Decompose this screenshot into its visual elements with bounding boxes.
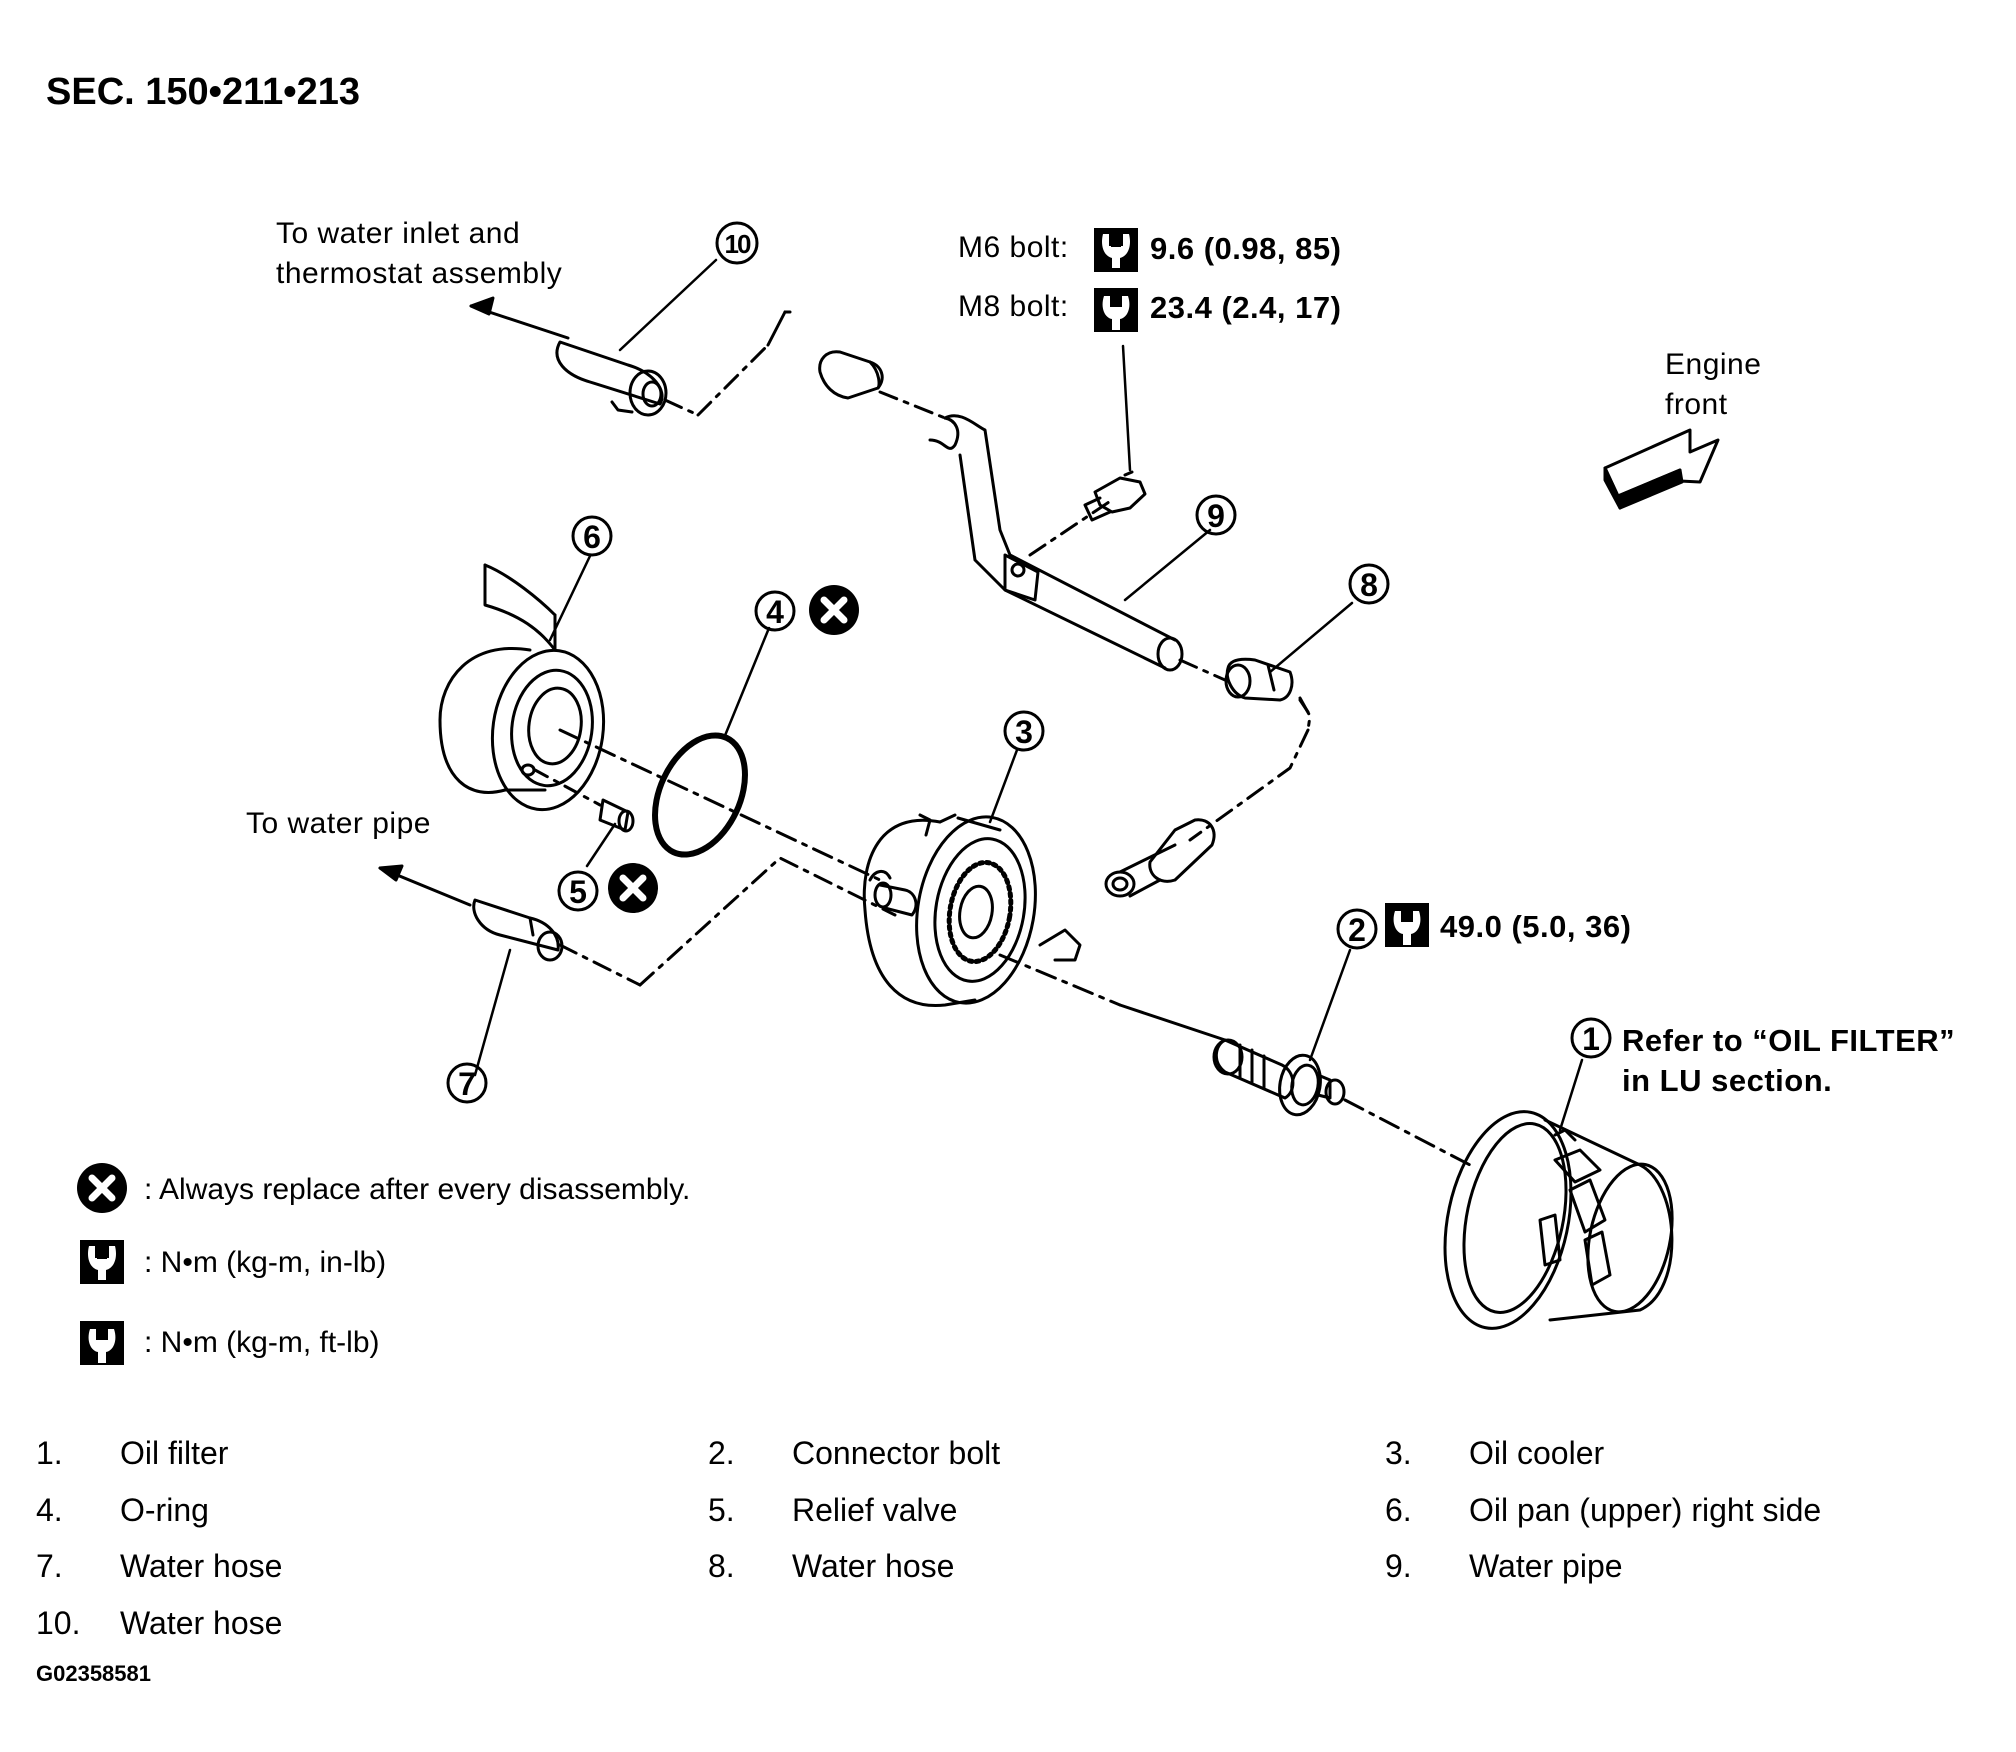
callout-9: 9 (1195, 494, 1237, 536)
figure-id: G02358581 (36, 1661, 151, 1686)
note-engine: Engine (1665, 348, 1762, 381)
oil-filter-reference: Refer to “OIL FILTER” (1622, 1023, 1956, 1058)
connector-bolt-2-drawing (1212, 1038, 1346, 1117)
list-item: 1.Oil filter (36, 1435, 229, 1471)
callout-3: 3 (1003, 710, 1045, 752)
note-front: front (1665, 388, 1728, 421)
m8-bolt-torque: 23.4 (2.4, 17) (1150, 290, 1342, 325)
callout-8: 8 (1348, 563, 1390, 605)
torque-ftlb-icon (1092, 286, 1140, 334)
svg-text:6: 6 (583, 519, 601, 555)
callout-5: 5 (557, 870, 599, 912)
callout-2: 2 (1336, 908, 1378, 950)
list-item: 5.Relief valve (708, 1491, 958, 1528)
svg-text:4: 4 (766, 594, 784, 630)
list-item: 4.O-ring (36, 1491, 209, 1528)
svg-text:10: 10 (725, 229, 751, 259)
torque-inlb-icon (1092, 226, 1140, 274)
svg-text:2: 2 (1348, 912, 1366, 948)
svg-text:7: 7 (458, 1066, 476, 1102)
svg-text:8: 8 (1360, 567, 1378, 603)
list-item: 2.Connector bolt (708, 1435, 1001, 1471)
svg-text:5: 5 (569, 874, 587, 910)
callout-10: 10 (715, 221, 759, 265)
callout-4: 4 (754, 590, 796, 632)
water-hose-7-drawing (378, 856, 897, 987)
svg-text:1: 1 (1582, 1021, 1600, 1057)
list-item: 9.Water pipe (1385, 1548, 1623, 1584)
m8-bolt-label: M8 bolt: (958, 290, 1069, 323)
water-hose-10-drawing (469, 296, 947, 420)
legend-nm-ftlb: : N•m (kg-m, ft-lb) (144, 1326, 380, 1359)
water-hose-8-drawing (1104, 657, 1312, 898)
list-item: 8.Water hose (708, 1548, 955, 1584)
m6-bolt-torque: 9.6 (0.98, 85) (1150, 231, 1342, 266)
legend-nm-inlb: : N•m (kg-m, in-lb) (144, 1246, 387, 1279)
oil-pan-6-drawing (438, 563, 606, 812)
torque-inlb-icon (78, 1238, 126, 1286)
o-ring-4-drawing (652, 732, 748, 858)
list-item: 10.Water hose (36, 1604, 283, 1641)
note-thermostat-assembly: thermostat assembly (276, 257, 563, 290)
torque-ftlb-icon (1383, 901, 1431, 949)
note-to-water-inlet: To water inlet and (276, 217, 521, 250)
m6-bolt-label: M6 bolt: (958, 231, 1069, 264)
list-item: 7.Water hose (36, 1548, 283, 1584)
list-item: 6.Oil pan (upper) right side (1385, 1491, 1822, 1528)
relief-valve-5-drawing (533, 768, 635, 833)
callout-6: 6 (571, 515, 613, 557)
oil-filter-1-drawing (1443, 1110, 1674, 1330)
note-to-water-pipe: To water pipe (246, 807, 431, 840)
callout-1: 1 (1570, 1017, 1612, 1059)
replace-mark-icon (809, 585, 859, 635)
water-pipe-9-drawing (928, 414, 1184, 672)
list-item: 3.Oil cooler (1385, 1435, 1605, 1471)
connector-bolt-torque: 49.0 (5.0, 36) (1440, 909, 1632, 944)
svg-text:9: 9 (1207, 498, 1225, 534)
engine-front-arrow-icon (1603, 428, 1720, 510)
legend-replace: : Always replace after every disassembly… (144, 1173, 691, 1206)
oil-cooler-3-drawing (862, 813, 1082, 1008)
parts-list: 1.Oil filter 2.Connector bolt 3.Oil cool… (36, 1437, 1996, 1663)
svg-text:3: 3 (1015, 714, 1033, 750)
oil-filter-reference-section: in LU section. (1622, 1063, 1833, 1098)
replace-mark-icon (77, 1163, 127, 1213)
callout-7: 7 (446, 1062, 488, 1104)
section-title: SEC. 150•211•213 (46, 71, 360, 113)
torque-ftlb-icon (78, 1319, 126, 1367)
replace-mark-icon (608, 863, 658, 913)
